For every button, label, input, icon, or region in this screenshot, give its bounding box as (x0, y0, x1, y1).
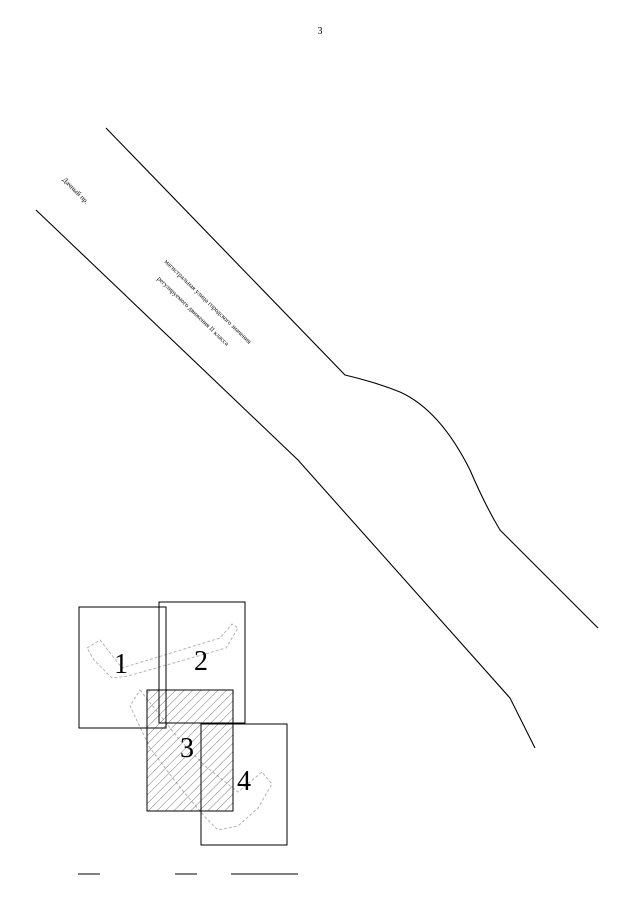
sheet-frame-3-hatch (147, 690, 233, 811)
sheet-frame-2 (158, 601, 246, 724)
road-edge-upper (105, 127, 599, 629)
sheet-frame-4 (200, 723, 288, 846)
road-description-line1: магистральная улица городского значения (163, 258, 253, 345)
sheet-label-4: 4 (237, 766, 251, 797)
street-name-label: Дачный пр. (61, 176, 91, 206)
sheet-frame-3 (146, 689, 234, 812)
sheet-label-1: 1 (114, 649, 128, 680)
sheet-label-2: 2 (194, 646, 208, 677)
page-number: 3 (317, 26, 323, 37)
sheet-label-3: 3 (180, 733, 194, 764)
sheet-frame-1 (78, 606, 167, 729)
road-edge-lower (35, 209, 536, 749)
